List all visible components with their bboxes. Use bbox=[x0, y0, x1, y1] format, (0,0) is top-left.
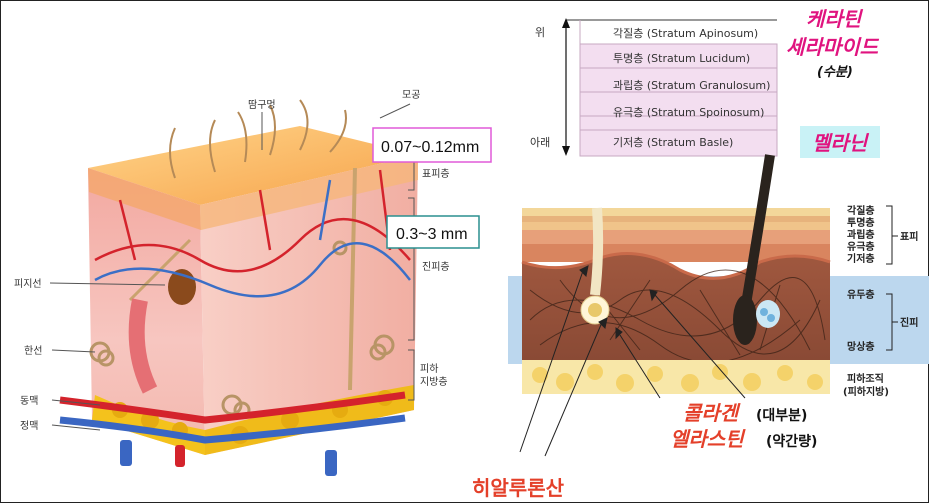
right-layer-2: 투명층 bbox=[847, 216, 875, 229]
skin-block-illustration bbox=[60, 100, 418, 476]
layer-5: 기저층 (Stratum Basle) bbox=[613, 136, 733, 149]
label-sebaceous-gland: 피지선 bbox=[14, 278, 42, 290]
label-sweat-gland: 한선 bbox=[24, 345, 42, 357]
label-dermis: 진피층 bbox=[422, 261, 450, 273]
label-vein: 정맥 bbox=[20, 420, 38, 432]
label-subcutaneous-2: 지방층 bbox=[420, 376, 448, 388]
annotation-elastin-note: (약간량) bbox=[766, 433, 817, 450]
right-subcutaneous: 피하조직 bbox=[847, 372, 884, 385]
layer-3: 과립층 (Stratum Granulosum) bbox=[613, 79, 770, 92]
skin-cross-section bbox=[508, 155, 929, 394]
label-pore: 모공 bbox=[402, 89, 420, 101]
right-papillary: 유두층 bbox=[847, 288, 875, 301]
annotation-collagen: 콜라겐 bbox=[683, 401, 741, 425]
annotation-collagen-note: (대부분) bbox=[756, 408, 807, 424]
layer-2: 투명층 (Stratum Lucidum) bbox=[613, 52, 750, 65]
annotation-melanin: 멜라닌 bbox=[812, 131, 870, 155]
label-hair-hole: 땀구멍 bbox=[248, 99, 276, 111]
right-epidermis-group: 표피 bbox=[900, 230, 918, 243]
label-bottom: 아래 bbox=[530, 136, 550, 149]
label-artery: 동맥 bbox=[20, 395, 38, 407]
annotation-hyaluronic: 히알루론산 bbox=[472, 476, 565, 500]
right-layer-3: 과립층 bbox=[847, 228, 875, 241]
dermis-thickness: 0.3~3 mm bbox=[396, 226, 468, 243]
layer-1: 각질층 (Stratum Apinosum) bbox=[613, 27, 758, 40]
annotation-moisture: (수분) bbox=[817, 65, 853, 80]
label-subcutaneous-1: 피하 bbox=[420, 362, 438, 375]
right-layer-5: 기저층 bbox=[847, 252, 875, 265]
annotation-elastin: 엘라스틴 bbox=[670, 427, 746, 451]
layer-4: 유극층 (Stratum Spoinosum) bbox=[613, 106, 764, 119]
annotation-keratin: 케라틴 bbox=[806, 7, 864, 31]
label-top: 위 bbox=[535, 26, 545, 39]
annotation-ceramide: 세라마이드 bbox=[786, 35, 880, 59]
right-subcutaneous-alt: (피하지방) bbox=[843, 385, 889, 398]
epidermis-thickness: 0.07~0.12mm bbox=[381, 139, 479, 156]
right-layer-4: 유극층 bbox=[847, 240, 875, 253]
right-dermis-group: 진피 bbox=[900, 316, 918, 329]
label-epidermis: 표피층 bbox=[422, 168, 450, 180]
right-reticular: 망상층 bbox=[847, 340, 875, 353]
right-layer-1: 각질층 bbox=[847, 204, 875, 217]
